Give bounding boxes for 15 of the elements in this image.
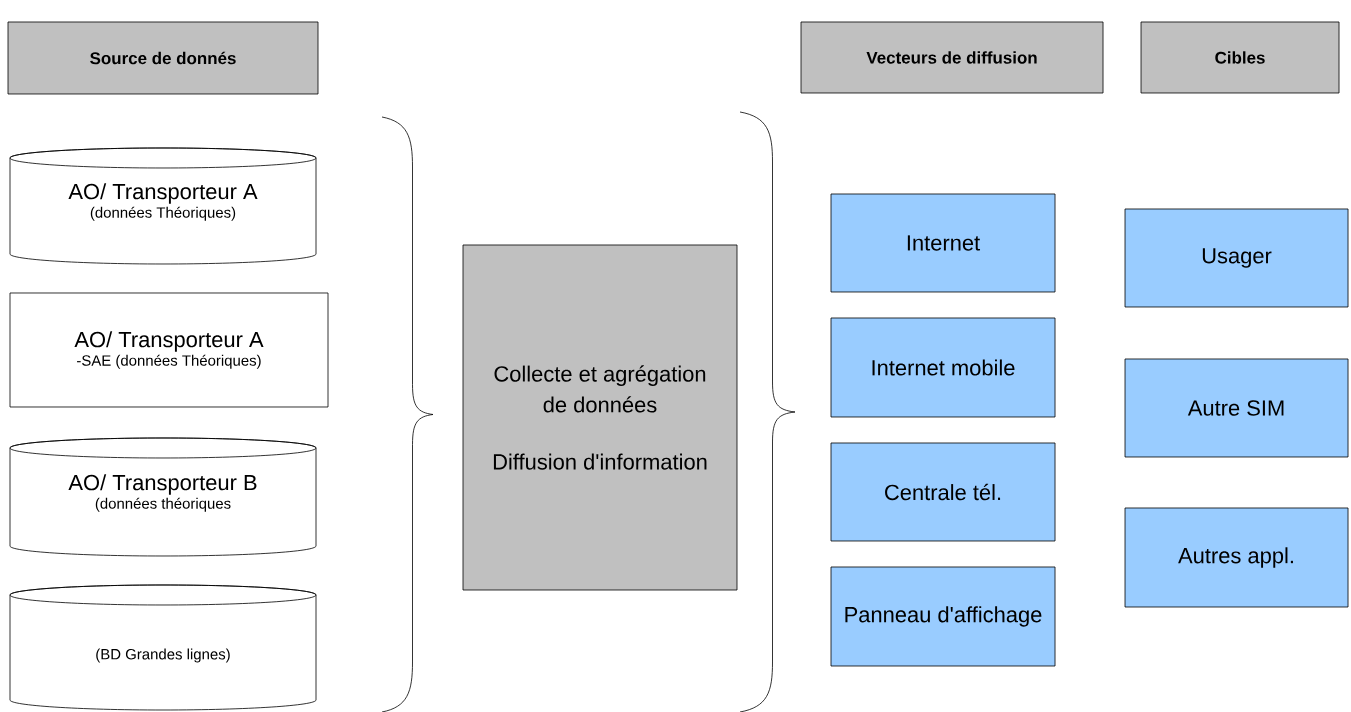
channel-box: Usager <box>1124 208 1349 308</box>
channel-box: Centrale tél. <box>830 442 1056 542</box>
channel-box: Internet mobile <box>830 317 1056 418</box>
database-cylinder: AO/ Transporteur B (données théoriques <box>9 437 317 557</box>
column-header: Source de donnés <box>7 21 319 95</box>
channel-box: Panneau d'affichage <box>830 566 1056 667</box>
channel-box: Autres appl. <box>1124 507 1349 608</box>
database-cylinder: (BD Grandes lignes) <box>9 584 317 711</box>
database-cylinder: AO/ Transporteur A (données Théoriques) <box>9 147 317 265</box>
channel-box: Autre SIM <box>1124 358 1349 458</box>
source-box: AO/ Transporteur A -SAE (données Théoriques) <box>9 292 329 408</box>
column-header: Vecteurs de diffusion <box>800 21 1104 94</box>
column-header: Cibles <box>1140 21 1340 94</box>
channel-box: Internet <box>830 193 1056 293</box>
process-box: Collecte et agrégation de données Diffusion d'information <box>462 244 738 591</box>
